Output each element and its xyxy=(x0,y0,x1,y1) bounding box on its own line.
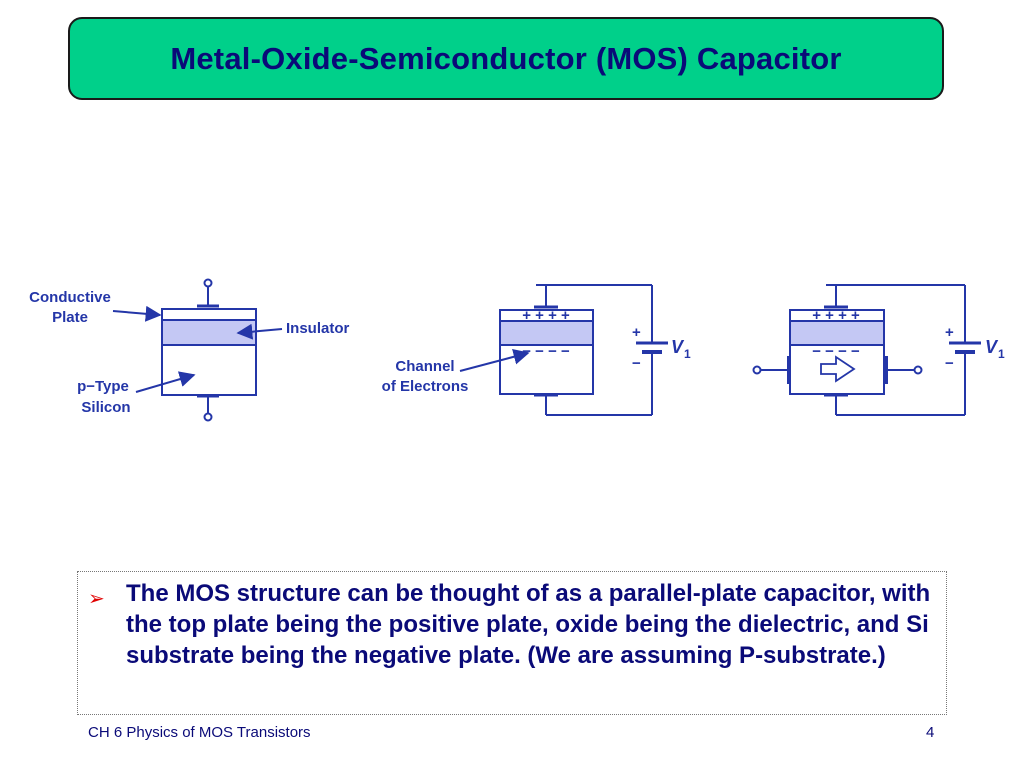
fig2-battery-minus: − xyxy=(632,355,641,372)
channel-label-1: Channel xyxy=(395,358,454,375)
figure-basic-structure xyxy=(112,278,283,422)
ptype-substrate xyxy=(161,344,257,396)
fig3-current-arrow-icon xyxy=(820,355,856,383)
footer-chapter: CH 6 Physics of MOS Transistors xyxy=(88,724,311,741)
fig3-drain-terminal xyxy=(913,365,923,375)
title-banner: Metal-Oxide-Semiconductor (MOS) Capacito… xyxy=(68,17,944,100)
insulator-label: Insulator xyxy=(286,320,350,337)
conductive-plate-arrow xyxy=(112,305,162,322)
fig2-oxide xyxy=(499,320,594,346)
fig2-voltage-subscript: 1 xyxy=(684,347,691,361)
conductive-plate xyxy=(161,308,257,321)
slide-title: Metal-Oxide-Semiconductor (MOS) Capacito… xyxy=(170,40,842,76)
figure-transistor-structure xyxy=(752,284,981,416)
fig3-oxide xyxy=(789,320,885,346)
arrow-bullet-icon: ➢ xyxy=(88,586,105,610)
fig3-voltage-subscript: 1 xyxy=(998,347,1005,361)
bottom-terminal xyxy=(203,412,213,422)
insulator-arrow xyxy=(236,323,283,340)
channel-label-2: of Electrons xyxy=(382,378,469,395)
bullet-box: ➢ The MOS structure can be thought of as… xyxy=(77,571,947,715)
conductive-label-2: Plate xyxy=(52,309,88,326)
ptype-arrow xyxy=(135,371,196,393)
bullet-text: The MOS structure can be thought of as a… xyxy=(126,580,931,669)
ptype-label-2: Silicon xyxy=(81,399,130,416)
top-terminal xyxy=(203,278,213,288)
fig3-voltage-label: V xyxy=(985,337,999,357)
fig3-battery-plus: + xyxy=(945,324,954,341)
ptype-label-1: p−Type xyxy=(77,378,129,395)
fig3-minus-charges: − − − − xyxy=(812,343,860,360)
fig3-battery-minus: − xyxy=(945,355,954,372)
fig2-battery-plus: + xyxy=(632,324,641,341)
conductive-label-1: Conductive xyxy=(29,289,111,306)
fig2-voltage-label: V xyxy=(671,337,685,357)
fig3-source-terminal xyxy=(752,365,762,375)
figure-biased-capacitor xyxy=(459,284,668,416)
fig2-plus-charges: + + + + xyxy=(522,307,570,324)
fig2-minus-charges: − − − − xyxy=(522,343,570,360)
footer-page-number: 4 xyxy=(926,724,935,741)
fig2-channel-arrow xyxy=(459,348,530,372)
fig3-plus-charges: + + + + xyxy=(812,307,860,324)
